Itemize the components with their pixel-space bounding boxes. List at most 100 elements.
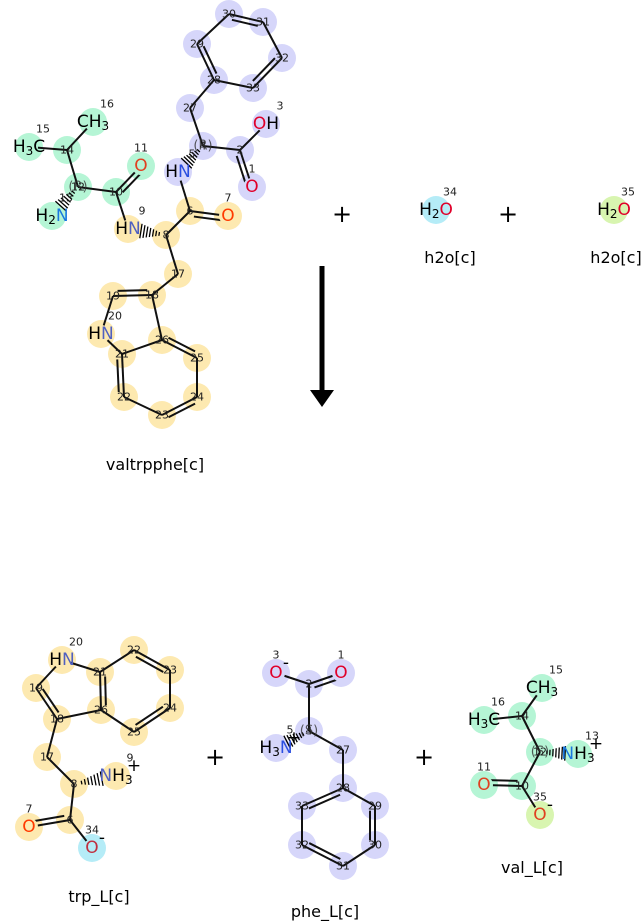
atom-label: HN: [165, 162, 191, 182]
molecule-name-h2o: h2o[c]: [590, 248, 641, 267]
single-bond: [99, 671, 102, 711]
atom-index: 7: [26, 803, 33, 816]
atom-label: O: [134, 156, 147, 176]
single-bond: [301, 844, 344, 867]
atom-label: CH3: [77, 112, 109, 133]
single-bond: [228, 13, 264, 23]
atom-label: H2O: [419, 200, 453, 221]
double-bond: [231, 18, 259, 27]
atom-index: 20: [108, 310, 122, 323]
atom-label: OH: [253, 114, 279, 134]
single-bond: [342, 844, 376, 867]
atom-index: 13: [59, 192, 73, 205]
double-bond: [308, 842, 341, 860]
atom-index: 20: [69, 636, 83, 649]
double-bond: [104, 676, 107, 706]
atom-index: 3: [273, 649, 280, 662]
plus-sign: +: [332, 200, 352, 228]
atom-index: 23: [163, 664, 177, 677]
atom-label: O: [245, 177, 258, 197]
plus-sign: +: [205, 743, 225, 771]
atom-index: 31: [256, 16, 270, 29]
double-bond: [235, 155, 247, 185]
atom-index: 3: [277, 100, 284, 113]
single-bond: [213, 79, 254, 89]
single-bond: [133, 707, 171, 733]
atom-label: H2O: [597, 200, 631, 221]
atom-index: 17: [40, 751, 54, 764]
double-bond: [117, 289, 148, 292]
atom-index: 33: [246, 82, 260, 95]
single-bond: [301, 787, 344, 807]
atom-label: H2N: [35, 206, 68, 227]
double-bond: [121, 171, 143, 194]
single-bond: [69, 783, 75, 821]
single-bond: [252, 57, 283, 89]
atom-label: O: [269, 663, 282, 683]
stereo-label: (S): [300, 724, 318, 739]
atom-index: 22: [117, 391, 131, 404]
atom-index: 6: [67, 814, 74, 827]
double-bond: [193, 215, 223, 222]
single-bond: [99, 649, 135, 673]
atom-index: 15: [36, 123, 50, 136]
atom-index: 1: [338, 649, 345, 662]
atom-index: 17: [171, 268, 185, 281]
atom-index: 12: [71, 181, 85, 194]
stereo-label: (R): [193, 139, 212, 154]
atom-index: 28: [207, 74, 221, 87]
atom-label: H3N: [259, 738, 292, 759]
atom-index: 34: [85, 824, 99, 837]
molecule-name-phe: phe_L[c]: [291, 902, 359, 922]
atom-index: 16: [491, 696, 505, 709]
hashed-wedge-bond: [80, 771, 104, 787]
atom-index: 32: [275, 52, 289, 65]
atom-index: 29: [190, 38, 204, 51]
single-bond: [189, 79, 215, 109]
atom-index: 35: [621, 186, 635, 199]
atom-index: 28: [336, 782, 350, 795]
hashed-wedge-bond: [180, 148, 201, 169]
single-bond: [151, 294, 163, 341]
atom-label: HN: [115, 219, 141, 239]
atom-index: 23: [155, 409, 169, 422]
single-bond: [202, 145, 241, 151]
hashed-wedge-bond: [546, 745, 567, 761]
hashed-wedge-bond: [54, 190, 76, 212]
atom-label: O: [334, 663, 347, 683]
atom-index: 5: [287, 724, 294, 737]
single-bond: [165, 234, 179, 275]
atom-index: 24: [163, 702, 177, 715]
charge-sign: +: [589, 734, 603, 754]
atom-index: 21: [115, 348, 129, 361]
single-bond: [56, 709, 102, 720]
single-bond: [521, 751, 541, 787]
atom-label: NH3: [561, 744, 594, 765]
atom-index: 6: [187, 205, 194, 218]
atom-index: 2: [306, 678, 313, 691]
atom-label: CH3: [526, 678, 558, 699]
atom-index: 10: [515, 780, 529, 793]
charge-sign: +: [127, 756, 141, 776]
molecule-name-valtrpphe: valtrpphe[c]: [106, 455, 204, 474]
single-bond: [35, 687, 58, 720]
atom-index: 31: [336, 860, 350, 873]
atom-index: 16: [100, 98, 114, 111]
atom-index: 9: [139, 205, 146, 218]
single-bond: [100, 709, 135, 733]
single-bond: [161, 339, 198, 359]
atom-index: 13: [585, 730, 599, 743]
hashed-wedge-bond: [139, 223, 161, 239]
atom-index: 8: [163, 229, 170, 242]
atom-index: 18: [145, 289, 159, 302]
atom-index: 7: [225, 192, 232, 205]
atom-index: 30: [222, 8, 236, 21]
single-bond: [521, 715, 541, 753]
molecule-name-h2o: h2o[c]: [424, 248, 475, 267]
atom-index: 27: [183, 102, 197, 115]
